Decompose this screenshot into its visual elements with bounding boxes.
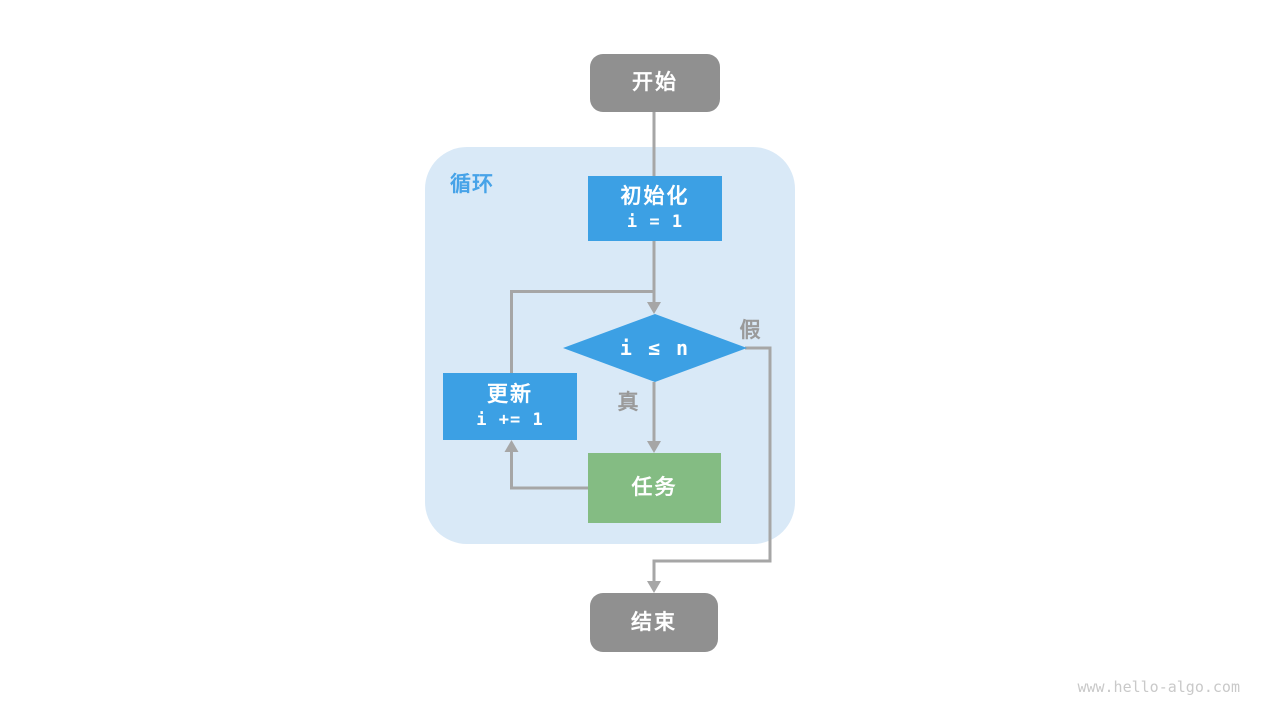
edge-update-loopback — [510, 290, 654, 373]
end-node-label: 结束 — [631, 610, 677, 634]
update-node-code: i += 1 — [476, 409, 544, 430]
update-node-label: 更新 — [487, 383, 533, 407]
start-node: 开始 — [590, 54, 720, 112]
arrowhead-into-task — [647, 441, 661, 453]
true-branch-label: 真 — [617, 391, 639, 414]
init-node-label: 初始化 — [620, 185, 690, 209]
watermark-text: www.hello-algo.com — [1077, 678, 1240, 696]
arrowhead-into-update — [504, 440, 519, 452]
task-node: 任务 — [588, 453, 721, 523]
init-node: 初始化 i = 1 — [588, 176, 722, 241]
init-node-code: i = 1 — [626, 211, 684, 232]
edge-condition-end — [652, 346, 772, 583]
condition-node-code: i ≤ n — [619, 336, 691, 360]
edge-task-update — [510, 452, 590, 490]
false-branch-label: 假 — [739, 319, 761, 342]
end-node: 结束 — [590, 593, 718, 652]
condition-node: i ≤ n — [563, 314, 747, 382]
start-node-label: 开始 — [632, 71, 678, 95]
arrowhead-into-end — [647, 581, 661, 593]
task-node-label: 任务 — [631, 476, 678, 500]
update-node: 更新 i += 1 — [443, 373, 577, 440]
loop-region-label: 循环 — [450, 173, 494, 196]
arrowhead-into-condition — [647, 302, 661, 314]
condition-diamond-shape — [563, 314, 747, 382]
